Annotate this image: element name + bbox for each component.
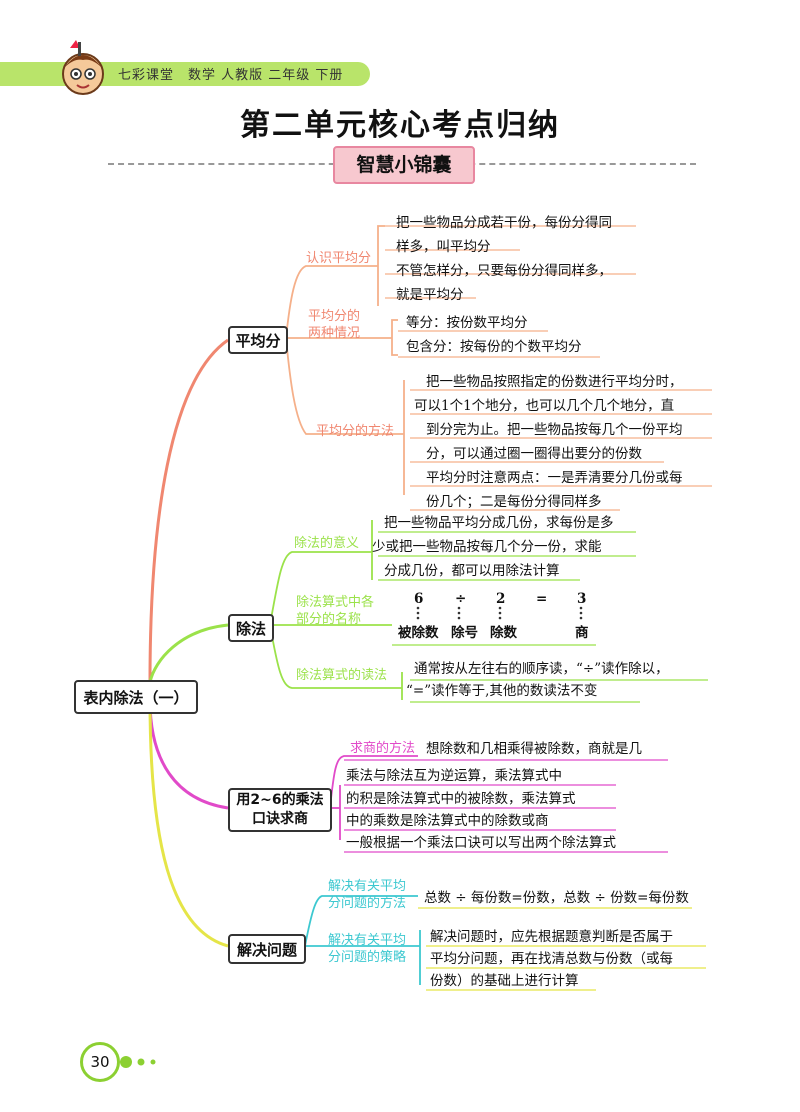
- b2-sub1-line-2: 少或把一些物品按每几个分一份，求能: [372, 539, 602, 555]
- b1-sub3-line-4: 分，可以通过圈一圈得出要分的份数: [426, 446, 642, 462]
- name-quotient: 商: [575, 625, 589, 641]
- b1-sub3-line-6: 份几个；二是每份分得同样多: [426, 494, 602, 510]
- page-dot-3: [150, 1059, 156, 1065]
- b4-sub2-line-1: 解决问题时，应先根据题意判断是否属于: [430, 929, 673, 945]
- header-bar: [0, 62, 370, 86]
- b2-sub1-label: 除法的意义: [294, 536, 360, 551]
- b4-sub1-line: 总数 ÷ 每份数=份数，总数 ÷ 份数=每份数: [424, 890, 689, 906]
- b2-sub3-line-1: 通常按从左往右的顺序读，“÷”读作除以，: [414, 661, 669, 677]
- b1-sub2-label-2: 两种情况: [308, 326, 361, 341]
- branch-1-node: 平均分: [228, 326, 288, 354]
- b2-sub1-line-3: 分成几份，都可以用除法计算: [384, 563, 560, 579]
- branch-line-2: [148, 623, 229, 683]
- b2-sub3-line-2: “=”读作等于,其他的数读法不变: [406, 683, 598, 699]
- b1-sub1-line-1: 把一些物品分成若干份，每份分得同: [396, 215, 612, 231]
- root-node: 表内除法（一）: [74, 680, 198, 714]
- b1-sub3-line-5: 平均分时注意两点：一是弄清要分几份或每: [426, 470, 683, 486]
- page-dot-2: [137, 1058, 145, 1066]
- b4-sub2-label-1: 解决有关平均: [328, 933, 407, 948]
- branch-2-node: 除法: [228, 614, 274, 642]
- b3-line-4: 一般根据一个乘法口诀可以写出两个除法算式: [346, 835, 616, 851]
- b4-sub1-label-2: 分问题的方法: [328, 896, 407, 911]
- b2-sub3-label: 除法算式的读法: [296, 668, 388, 683]
- eq-division-sign: ÷: [455, 591, 467, 607]
- b3-sub1-line: 想除数和几相乘得被除数，商就是几: [426, 741, 642, 757]
- b4-sub1-label-1: 解决有关平均: [328, 879, 407, 894]
- branch-3-node: 用2~6的乘法 口诀求商: [228, 788, 332, 832]
- eq-dotted-pointers: [416, 606, 583, 620]
- b2-sub2-label-1: 除法算式中各: [296, 595, 375, 610]
- b2-sub1-line-1: 把一些物品平均分成几份，求每份是多: [384, 515, 614, 531]
- b1-sub1-line-4: 就是平均分: [396, 287, 464, 303]
- b1-sub1-label: 认识平均分: [306, 251, 372, 266]
- b1-sub1-line-3: 不管怎样分，只要每份分得同样多，: [396, 263, 612, 279]
- b1-sub3-line-3: 到分完为止。把一些物品按每几个一份平均: [426, 422, 683, 438]
- b3-line-1: 乘法与除法互为逆运算，乘法算式中: [346, 768, 562, 784]
- mascot-icon: [62, 40, 104, 95]
- name-divisor: 除数: [490, 625, 517, 641]
- page-dot-1: [120, 1056, 132, 1068]
- b2-sub2-label-2: 部分的名称: [296, 612, 362, 627]
- b3-line-2: 的积是除法算式中的被除数，乘法算式: [346, 791, 576, 807]
- branch-line-4: [148, 699, 229, 948]
- branch-line-3: [148, 699, 229, 810]
- eq-divisor: 2: [496, 591, 506, 607]
- eq-equals: =: [536, 591, 548, 607]
- name-dividend: 被除数: [398, 625, 439, 641]
- b1-sub2-line-1: 等分：按份数平均分: [406, 315, 528, 331]
- name-division-sign: 除号: [451, 625, 478, 641]
- b1-sub3-label: 平均分的方法: [316, 424, 395, 439]
- b1-sub3-line-2: 可以1个1个地分，也可以几个几个地分，直: [414, 398, 675, 414]
- b3-line-3: 中的乘数是除法算式中的除数或商: [346, 813, 549, 829]
- branch-line-1: [148, 338, 229, 683]
- eq-dividend: 6: [414, 591, 424, 607]
- b4-sub2-label-2: 分问题的策略: [328, 950, 407, 965]
- header-text: 七彩课堂 数学 人教版 二年级 下册: [118, 68, 344, 83]
- b4-sub2-line-2: 平均分问题，再在找清总数与份数（或每: [430, 951, 673, 967]
- branch-3-label-1: 用2~6的乘法: [236, 792, 324, 808]
- page-number: 30: [90, 1053, 110, 1071]
- section-badge: 智慧小锦囊: [333, 146, 475, 184]
- b1-sub1-line-2: 样多，叫平均分: [396, 239, 491, 255]
- b1-sub2-label-1: 平均分的: [308, 309, 361, 324]
- branch-4-node: 解决问题: [228, 934, 306, 964]
- eq-quotient: 3: [577, 591, 587, 607]
- b1-sub2-line-2: 包含分：按每份的个数平均分: [406, 339, 582, 355]
- b1-sub3-line-1: 把一些物品按照指定的份数进行平均分时，: [426, 374, 683, 390]
- b4-sub2-line-3: 份数）的基础上进行计算: [430, 973, 579, 989]
- branch-3-label-2: 口诀求商: [252, 811, 308, 827]
- page-title: 第二单元核心考点归纳: [240, 108, 560, 143]
- b3-sub1-label: 求商的方法: [350, 741, 416, 756]
- page-number-badge: [80, 1042, 120, 1082]
